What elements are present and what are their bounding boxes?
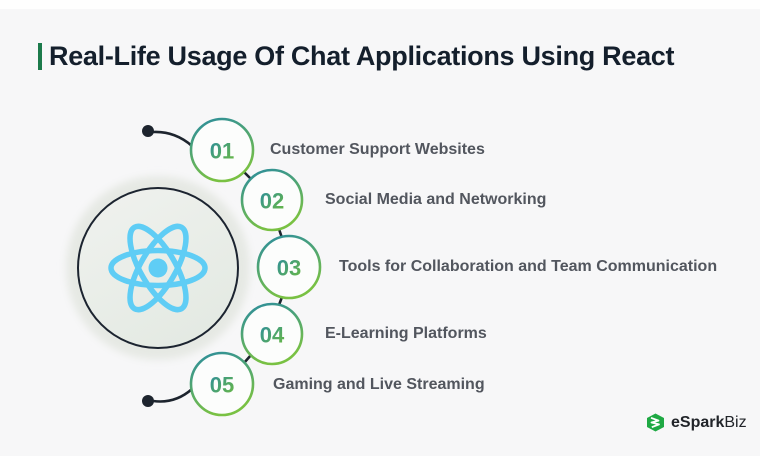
item-label-gaming-streaming: Gaming and Live Streaming	[273, 376, 485, 393]
brand-text-biz: Biz	[724, 413, 747, 431]
item-label-collaboration-tools: Tools for Collaboration and Team Communi…	[339, 258, 718, 275]
ring-number-03: 03	[277, 256, 301, 281]
item-label-customer-support: Customer Support Websites	[270, 141, 485, 158]
title-accent-bar	[38, 43, 42, 70]
start-dot	[142, 125, 154, 137]
page-title-row: Real-Life Usage Of Chat Applications Usi…	[38, 41, 675, 72]
page-title: Real-Life Usage Of Chat Applications Usi…	[49, 41, 675, 71]
ring-01	[189, 117, 255, 183]
ring-03	[256, 234, 322, 300]
ring-number-04: 04	[260, 323, 285, 348]
ring-number-01: 01	[210, 139, 234, 164]
item-label-social-media: Social Media and Networking	[325, 191, 547, 208]
react-badge	[66, 176, 250, 360]
ring-05	[189, 351, 255, 417]
end-dot	[142, 395, 154, 407]
ring-number-02: 02	[260, 189, 284, 214]
start-curve	[151, 130, 194, 148]
end-curve	[151, 387, 194, 403]
ring-02	[240, 168, 304, 232]
top-white-strip	[0, 0, 760, 9]
brand-text-espark: eSpark	[671, 413, 725, 431]
react-logo-icon	[108, 223, 208, 313]
esparkbiz-logo-text: eSparkBiz	[671, 414, 747, 432]
ring-number-05: 05	[210, 373, 234, 398]
numbered-rings: 01 02 03 04 05	[189, 117, 322, 417]
esparkbiz-logo-icon	[647, 413, 664, 432]
item-label-elearning: E-Learning Platforms	[325, 325, 487, 342]
esparkbiz-logo: eSparkBiz	[646, 413, 747, 432]
ring-04	[240, 302, 304, 366]
